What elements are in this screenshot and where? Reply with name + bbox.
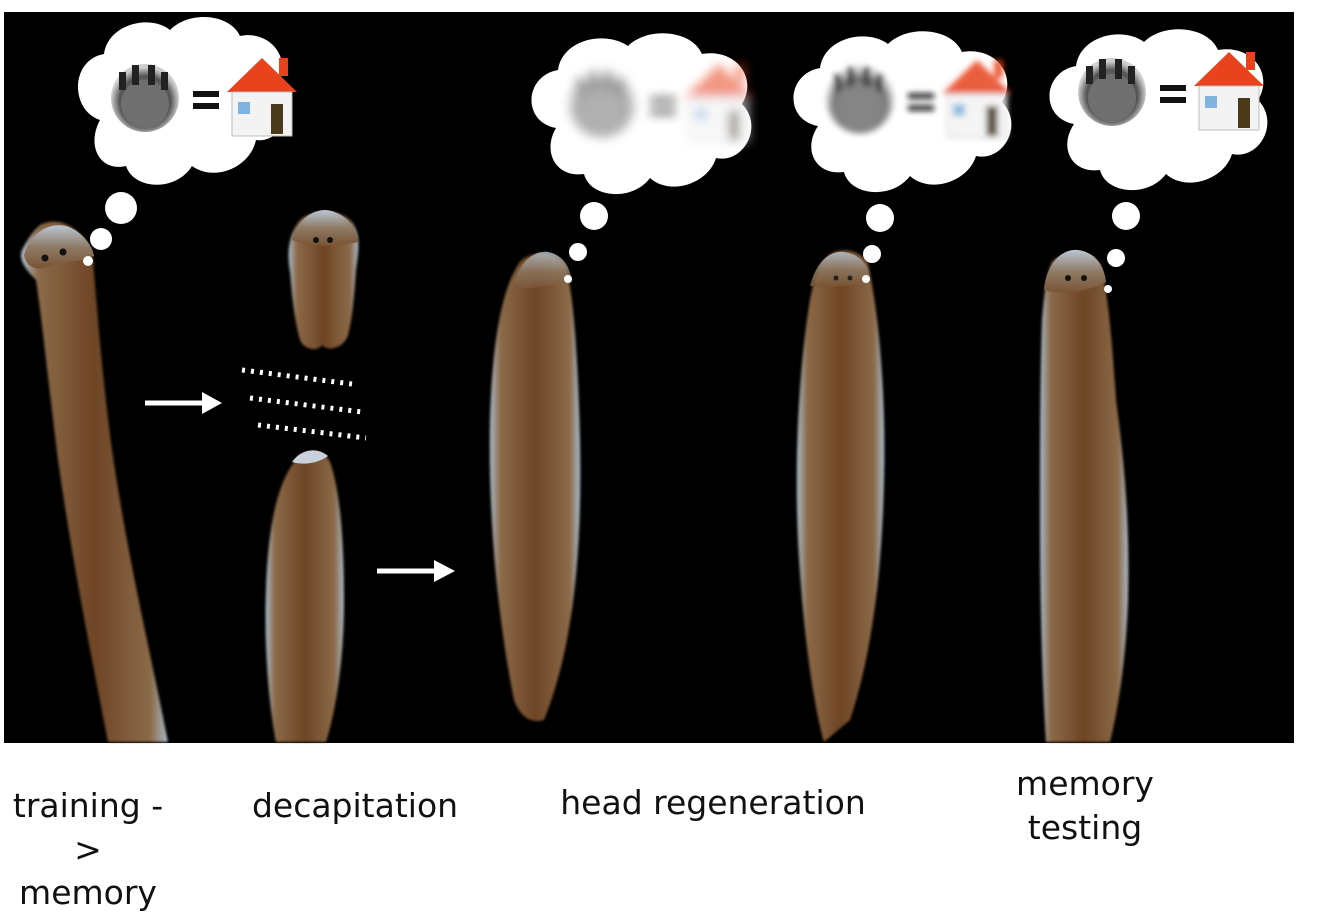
worm-head-fragment xyxy=(288,210,359,350)
worm-tested xyxy=(1040,249,1129,742)
thought-bubble-regeneration-2 xyxy=(793,31,1013,283)
thought-bubble-testing xyxy=(1049,29,1268,293)
thought-bubble-training xyxy=(77,17,298,266)
caption-training-memory: training -> memory xyxy=(12,786,164,913)
planarian-memory-figure xyxy=(4,12,1294,743)
worm-regenerating-1 xyxy=(489,251,581,722)
caption-memory-testing: memory testing xyxy=(1016,764,1154,847)
caption-decapitation: decapitation xyxy=(251,786,459,825)
cut-line-dots xyxy=(241,367,367,441)
arrow-icon xyxy=(377,560,455,582)
worm-trained xyxy=(20,221,169,742)
thought-bubble-regeneration-1 xyxy=(531,33,755,283)
worm-regenerating-2 xyxy=(796,250,885,743)
caption-head-regeneration: head regeneration xyxy=(560,783,866,822)
worm-tail-fragment xyxy=(265,450,344,742)
arrow-icon xyxy=(145,392,222,414)
